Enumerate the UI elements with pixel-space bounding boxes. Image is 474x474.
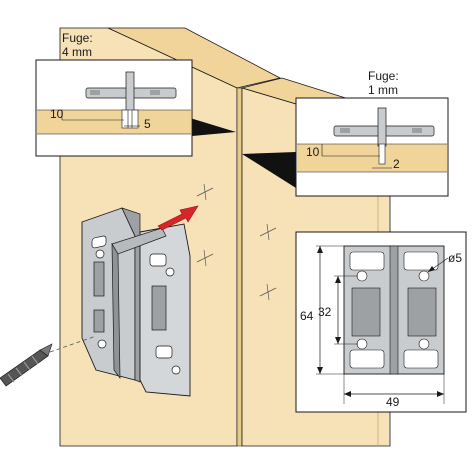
right-dim-depth: 10 (306, 145, 320, 159)
connector-fitting (81, 207, 191, 397)
dim-height-outer: 64 (300, 309, 314, 323)
right-detail-box (295, 97, 449, 197)
pointer-left (190, 118, 236, 136)
right-caption-line1: Fuge: (368, 69, 399, 83)
drill-marks (196, 183, 277, 301)
dim-height-inner: 32 (318, 305, 332, 319)
insert-arrow (157, 205, 199, 231)
left-dim-gap: 5 (144, 117, 151, 131)
dim-hole-diameter: ø5 (448, 251, 462, 265)
dim-width: 49 (386, 395, 400, 409)
left-caption-line2: 4 mm (62, 45, 92, 59)
left-dim-depth: 10 (50, 107, 64, 121)
dimension-panel (295, 231, 467, 413)
left-detail-box (35, 59, 193, 157)
pointer-right (242, 152, 296, 188)
drill-bit (0, 335, 97, 387)
right-caption-line2: 1 mm (368, 83, 398, 97)
left-caption-line1: Fuge: (62, 31, 93, 45)
right-dim-gap: 2 (393, 157, 400, 171)
